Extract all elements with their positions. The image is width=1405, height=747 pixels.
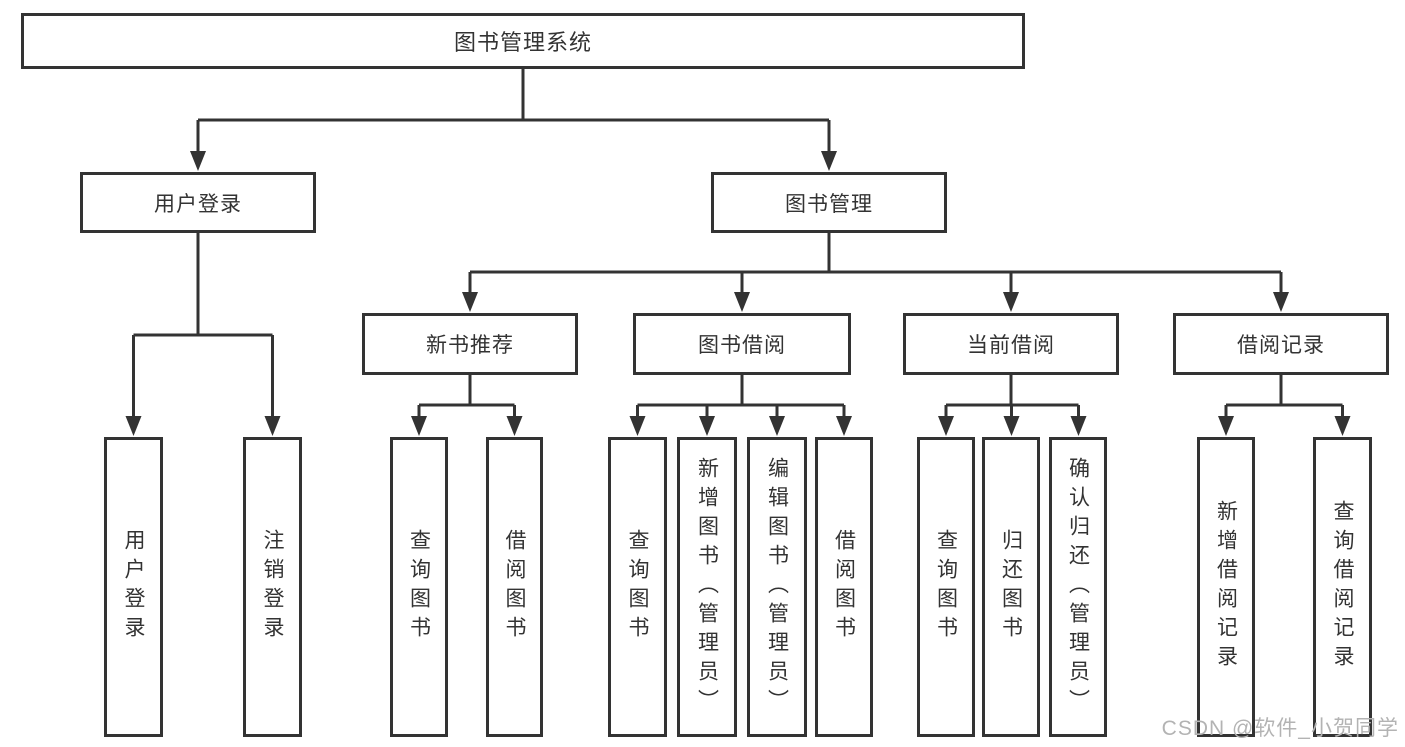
leaf-label: 查询图书 xyxy=(407,529,431,645)
node-label: 当前借阅 xyxy=(967,334,1055,357)
connector-book-borrow-to-leaves xyxy=(629,375,852,436)
node-library-management-system: 图书管理系统 xyxy=(21,13,1025,69)
arrowhead-icon xyxy=(264,416,281,436)
arrowhead-icon xyxy=(1003,292,1019,312)
leaf-query-books-recommend: 查询图书 xyxy=(390,437,448,737)
arrowhead-icon xyxy=(629,416,646,436)
arrowhead-icon xyxy=(411,416,427,436)
csdn-watermark: CSDN @软件_小贺同学 xyxy=(1161,717,1399,740)
arrowhead-icon xyxy=(506,416,523,436)
arrowhead-icon xyxy=(462,292,478,312)
connector-book-management-to-level3 xyxy=(462,233,1289,312)
leaf-query-books-borrow: 查询图书 xyxy=(608,437,667,737)
node-label: 图书管理 xyxy=(785,192,873,216)
arrowhead-icon xyxy=(821,151,837,171)
leaf-label: 借阅图书 xyxy=(503,529,526,645)
leaf-user-login: 用户登录 xyxy=(104,437,163,737)
arrowhead-icon xyxy=(769,416,785,436)
leaf-edit-book-admin: 编辑图书（管理员） xyxy=(747,437,807,737)
node-borrow-records: 借阅记录 xyxy=(1173,313,1389,375)
leaf-label: 新增图书（管理员） xyxy=(695,456,719,718)
leaf-label: 查询图书 xyxy=(934,529,958,645)
leaf-label: 查询借阅记录 xyxy=(1331,500,1354,674)
leaf-borrow-books-recommend: 借阅图书 xyxy=(486,437,543,737)
connector-user-login-to-leaves xyxy=(125,233,281,436)
leaf-label: 查询图书 xyxy=(626,529,649,645)
leaf-confirm-return-admin: 确认归还（管理员） xyxy=(1049,437,1107,737)
connector-current-borrow-to-leaves xyxy=(938,375,1087,436)
arrowhead-icon xyxy=(836,416,852,436)
node-new-book-recommend: 新书推荐 xyxy=(362,313,578,375)
arrowhead-icon xyxy=(1218,416,1234,436)
leaf-label: 借阅图书 xyxy=(832,529,856,645)
arrowhead-icon xyxy=(190,151,206,171)
node-book-borrow: 图书借阅 xyxy=(633,313,851,375)
node-book-management: 图书管理 xyxy=(711,172,947,233)
arrowhead-icon xyxy=(1003,416,1020,436)
node-user-login: 用户登录 xyxy=(80,172,316,233)
arrowhead-icon xyxy=(1273,292,1289,312)
connector-borrow-record-to-leaves xyxy=(1218,375,1351,436)
leaf-return-book: 归还图书 xyxy=(982,437,1040,737)
node-label: 借阅记录 xyxy=(1237,334,1325,357)
arrowhead-icon xyxy=(938,416,954,436)
leaf-label: 新增借阅记录 xyxy=(1214,500,1238,674)
arrowhead-icon xyxy=(699,416,715,436)
leaf-label: 注销登录 xyxy=(261,529,284,645)
leaf-query-books-current: 查询图书 xyxy=(917,437,975,737)
node-current-borrow: 当前借阅 xyxy=(903,313,1119,375)
leaf-label: 编辑图书（管理员） xyxy=(765,456,789,718)
leaf-borrow-books: 借阅图书 xyxy=(815,437,873,737)
leaf-label: 归还图书 xyxy=(999,529,1023,645)
leaf-add-book-admin: 新增图书（管理员） xyxy=(677,437,737,737)
arrowhead-icon xyxy=(1070,416,1087,436)
arrowhead-icon xyxy=(1334,416,1351,436)
node-label: 用户登录 xyxy=(154,192,242,216)
leaf-label: 用户登录 xyxy=(122,529,145,645)
node-label: 新书推荐 xyxy=(426,334,514,357)
connector-new-book-to-leaves xyxy=(411,375,523,436)
leaf-logout: 注销登录 xyxy=(243,437,302,737)
connector-root-to-level2 xyxy=(190,69,837,171)
arrowhead-icon xyxy=(734,292,750,312)
node-label: 图书借阅 xyxy=(698,334,786,357)
leaf-label: 确认归还（管理员） xyxy=(1066,456,1090,718)
node-label: 图书管理系统 xyxy=(453,30,592,55)
leaf-query-borrow-record: 查询借阅记录 xyxy=(1313,437,1372,737)
leaf-add-borrow-record: 新增借阅记录 xyxy=(1197,437,1255,737)
arrowhead-icon xyxy=(125,416,142,436)
